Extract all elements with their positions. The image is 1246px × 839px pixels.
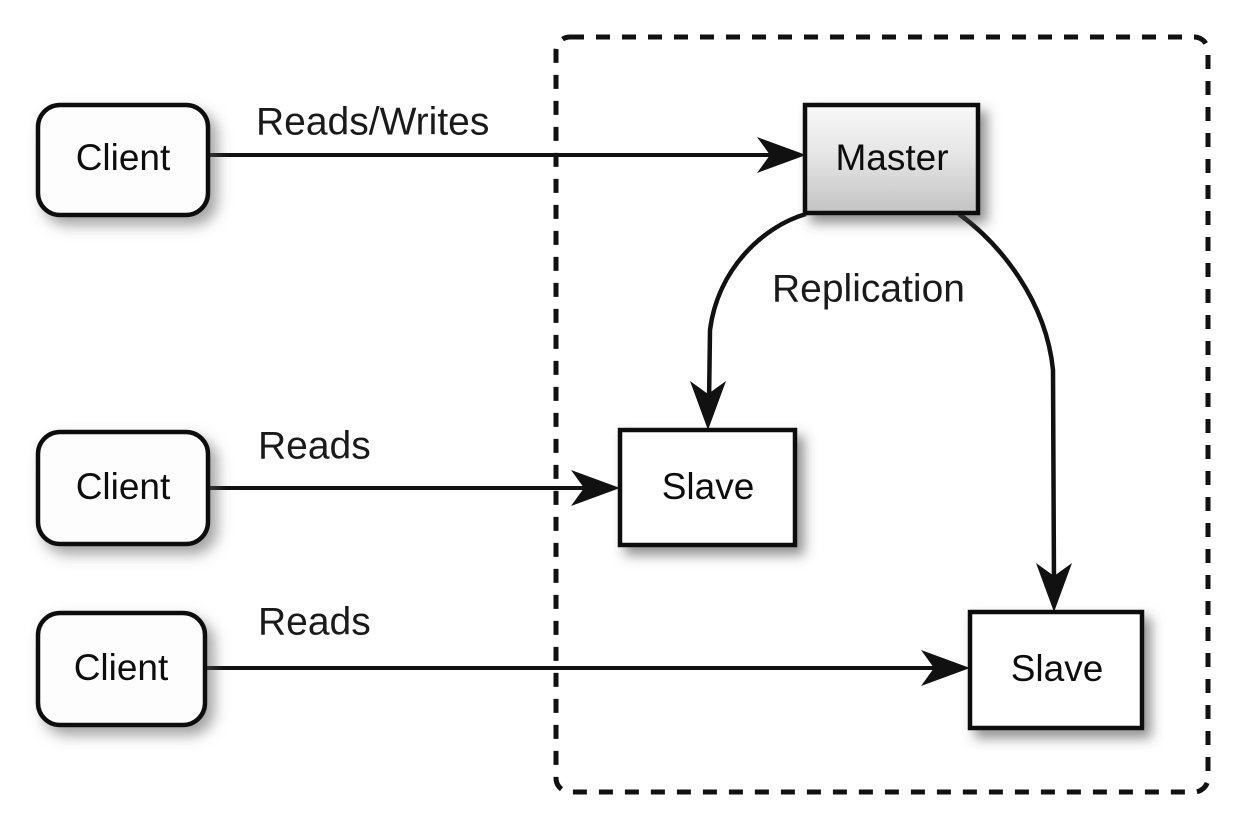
edge-client2-slave1 (208, 470, 620, 506)
node-slave-2-label: Slave (1011, 648, 1104, 689)
node-client-1[interactable]: Client (35, 102, 211, 218)
edge-master-slave1 (690, 211, 807, 430)
node-client-2-label: Client (76, 466, 171, 507)
node-slave-2[interactable]: Slave (967, 609, 1145, 731)
node-slave-1-label: Slave (662, 466, 755, 507)
node-client-3[interactable]: Client (35, 610, 208, 728)
node-client-2[interactable]: Client (35, 429, 211, 547)
edge-label-replication: Replication (772, 267, 965, 310)
node-client-3-label: Client (74, 647, 169, 688)
edge-label-reads-writes: Reads/Writes (256, 100, 489, 143)
edge-label-reads-slave-2: Reads (258, 600, 371, 643)
edge-client3-slave2 (205, 650, 970, 686)
node-master-label: Master (835, 137, 948, 178)
replication-cluster-boundary (553, 34, 1211, 795)
node-master[interactable]: Master (802, 102, 981, 216)
node-client-1-label: Client (76, 137, 171, 178)
edge-master-slave2 (957, 212, 1072, 612)
edge-label-reads-slave-1: Reads (258, 424, 371, 467)
edge-client1-master (208, 137, 806, 173)
node-slave-1[interactable]: Slave (617, 427, 798, 548)
